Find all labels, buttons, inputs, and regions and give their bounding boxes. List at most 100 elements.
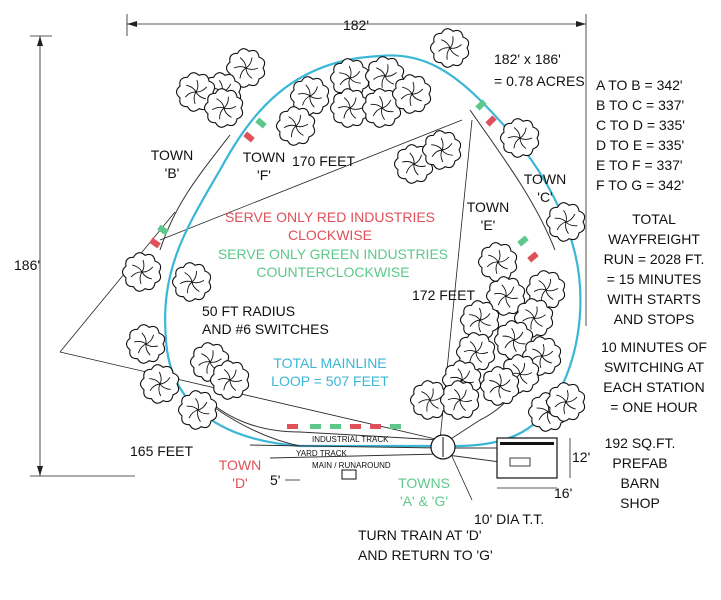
svg-text:TOWN: TOWN (467, 199, 510, 215)
svg-text:SWITCHING AT: SWITCHING AT (604, 359, 705, 375)
svg-text:BARN: BARN (621, 475, 660, 491)
tree-icon (393, 144, 434, 184)
tree-icon (391, 74, 432, 114)
yard-track-label: YARD TRACK (296, 449, 347, 458)
industry-markers (149, 99, 539, 429)
svg-text:WAYFREIGHT: WAYFREIGHT (608, 231, 700, 247)
svg-text:TOTAL MAINLINE: TOTAL MAINLINE (273, 355, 386, 371)
turntable (430, 434, 456, 460)
main-runaround-label: MAIN / RUNAROUND (312, 461, 391, 470)
segment-list: A TO B = 342' B TO C = 337' C TO D = 335… (596, 77, 685, 193)
switching-note: 10 MINUTES OF SWITCHING AT EACH STATION … (601, 339, 707, 415)
tree-icon (545, 202, 586, 242)
dist-172-label: 172 FEET (412, 287, 475, 303)
tree-icon (121, 252, 162, 292)
segment-fg: F TO G = 342' (596, 177, 684, 193)
tree-icon (177, 390, 218, 430)
dist-170-label: 170 FEET (292, 153, 355, 169)
svg-text:RUN = 2028 FT.: RUN = 2028 FT. (604, 251, 705, 267)
width-label: 182' (343, 17, 369, 33)
industrial-track-label: INDUSTRIAL TRACK (312, 435, 389, 444)
mainline-note: TOTAL MAINLINE LOOP = 507 FEET (271, 355, 389, 389)
svg-text:SERVE ONLY GREEN INDUSTRIES: SERVE ONLY GREEN INDUSTRIES (218, 246, 448, 262)
town-b-label: TOWN 'B' (151, 147, 194, 181)
offset-5-label: 5' (270, 472, 280, 488)
tree-icon (479, 366, 520, 406)
tree-icon (429, 28, 470, 68)
tree-icon (203, 88, 244, 128)
tree-icon (225, 48, 266, 88)
svg-text:EACH STATION: EACH STATION (603, 379, 704, 395)
tree-icon (329, 88, 370, 128)
tree-icon (459, 300, 500, 340)
segment-bc: B TO C = 337' (596, 97, 684, 113)
svg-text:50 FT RADIUS: 50 FT RADIUS (202, 303, 295, 319)
segment-de: D TO E = 335' (596, 137, 684, 153)
svg-text:= ONE HOUR: = ONE HOUR (610, 399, 698, 415)
svg-text:PREFAB: PREFAB (612, 455, 667, 471)
svg-text:TOWN: TOWN (524, 171, 567, 187)
svg-text:'B': 'B' (165, 165, 180, 181)
tree-icon (275, 106, 316, 146)
svg-text:'D': 'D' (232, 475, 247, 491)
tree-icon (409, 380, 450, 420)
town-e-label: TOWN 'E' (467, 199, 510, 233)
svg-text:TOWN: TOWN (219, 457, 262, 473)
station-building (341, 469, 357, 480)
svg-text:'A' & 'G': 'A' & 'G' (400, 493, 448, 509)
svg-text:TURN TRAIN AT 'D': TURN TRAIN AT 'D' (358, 527, 482, 543)
dist-165-label: 165 FEET (130, 443, 193, 459)
tree-icon (439, 380, 480, 420)
tree-icon (493, 320, 534, 360)
town-c-label: TOWN 'C' (524, 171, 567, 205)
wayfreight-note: TOTAL WAYFREIGHT RUN = 2028 FT. = 15 MIN… (604, 211, 705, 327)
tree-icon (499, 118, 540, 158)
tree-icon (125, 324, 166, 364)
svg-text:AND RETURN TO 'G': AND RETURN TO 'G' (358, 547, 493, 563)
tree-group (121, 28, 586, 432)
svg-text:AND STOPS: AND STOPS (614, 311, 695, 327)
turntable-label: 10' DIA T.T. (474, 511, 544, 527)
svg-text:'C': 'C' (537, 189, 552, 205)
tree-icon (545, 382, 586, 422)
red-industries-note: SERVE ONLY RED INDUSTRIES CLOCKWISE (225, 209, 435, 243)
barn-height-label: 12' (572, 449, 590, 465)
svg-text:CLOCKWISE: CLOCKWISE (288, 227, 372, 243)
tree-icon (289, 76, 330, 116)
svg-text:'E': 'E' (481, 217, 496, 233)
svg-text:TOWN: TOWN (151, 147, 194, 163)
svg-text:TOWNS: TOWNS (398, 475, 450, 491)
height-label: 186' (14, 257, 40, 273)
area-line-1: 182' x 186' (494, 51, 561, 67)
svg-text:10 MINUTES OF: 10 MINUTES OF (601, 339, 707, 355)
tree-icon (477, 242, 518, 282)
tree-icon (171, 262, 212, 302)
barn-note: 192 SQ.FT. PREFAB BARN SHOP (605, 435, 676, 511)
tree-icon (421, 130, 462, 170)
svg-text:SHOP: SHOP (620, 495, 660, 511)
svg-text:192 SQ.FT.: 192 SQ.FT. (605, 435, 676, 451)
turn-train-note: TURN TRAIN AT 'D' AND RETURN TO 'G' (358, 527, 493, 563)
tree-icon (525, 270, 566, 310)
segment-cd: C TO D = 335' (596, 117, 685, 133)
segment-ab: A TO B = 342' (596, 77, 683, 93)
tree-icon (485, 276, 526, 316)
segment-ef: E TO F = 337' (596, 157, 683, 173)
tree-icon (455, 332, 496, 372)
tree-icon (139, 364, 180, 404)
barn-shop (496, 437, 571, 489)
tree-icon (209, 360, 250, 400)
svg-text:SERVE ONLY RED INDUSTRIES: SERVE ONLY RED INDUSTRIES (225, 209, 435, 225)
radius-note: 50 FT RADIUS AND #6 SWITCHES (202, 303, 329, 337)
svg-text:AND #6 SWITCHES: AND #6 SWITCHES (202, 321, 329, 337)
svg-text:TOTAL: TOTAL (632, 211, 676, 227)
svg-text:COUNTERCLOCKWISE: COUNTERCLOCKWISE (256, 264, 409, 280)
svg-text:TOWN: TOWN (243, 149, 286, 165)
town-f-label: TOWN 'F' (243, 149, 286, 183)
svg-text:LOOP = 507 FEET: LOOP = 507 FEET (271, 373, 389, 389)
area-line-2: = 0.78 ACRES (494, 73, 585, 89)
svg-text:WITH STARTS: WITH STARTS (607, 291, 701, 307)
svg-text:'F': 'F' (257, 167, 271, 183)
